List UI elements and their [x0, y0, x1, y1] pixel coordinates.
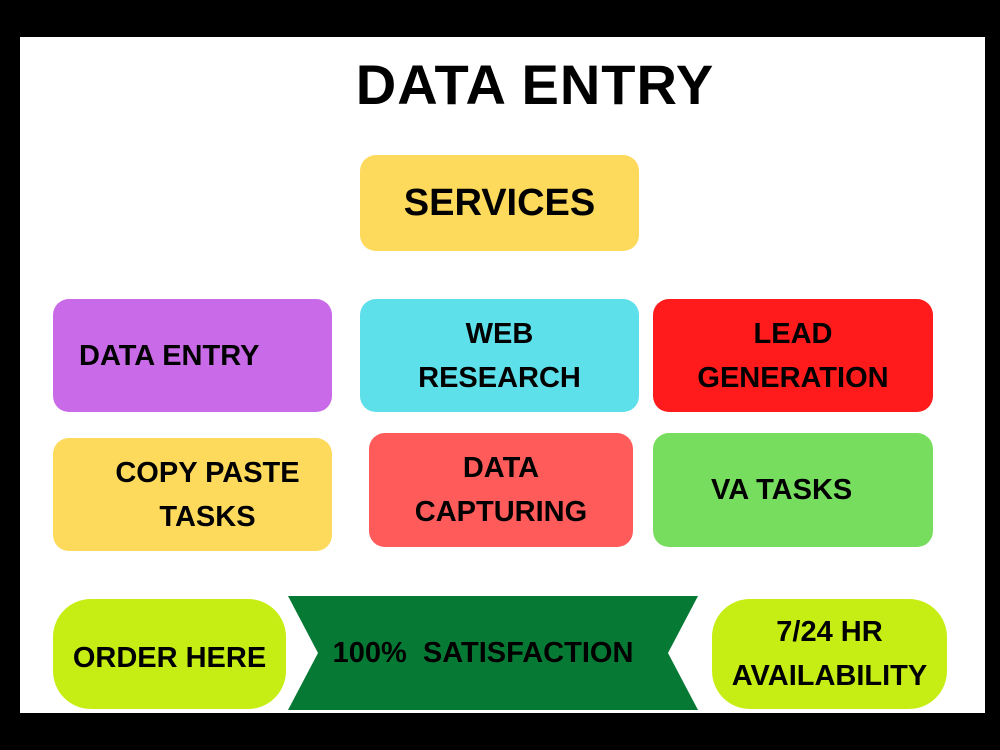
- availability-badge: 7/24 HR AVAILABILITY: [712, 599, 947, 709]
- service-data-capturing: DATA CAPTURING: [369, 433, 633, 547]
- service-copy-paste-tasks: COPY PASTE TASKS: [53, 438, 332, 551]
- satisfaction-ribbon: [288, 596, 698, 710]
- service-web-research: WEB RESEARCH: [360, 299, 639, 412]
- services-heading: SERVICES: [360, 155, 639, 251]
- service-lead-generation: LEAD GENERATION: [653, 299, 933, 412]
- service-va-tasks: VA TASKS: [653, 433, 933, 547]
- order-here-button[interactable]: ORDER HERE: [53, 599, 286, 709]
- satisfaction-label: 100% SATISFACTION: [332, 636, 634, 669]
- poster-title: DATA ENTRY: [355, 53, 715, 116]
- service-data-entry: DATA ENTRY: [53, 299, 332, 412]
